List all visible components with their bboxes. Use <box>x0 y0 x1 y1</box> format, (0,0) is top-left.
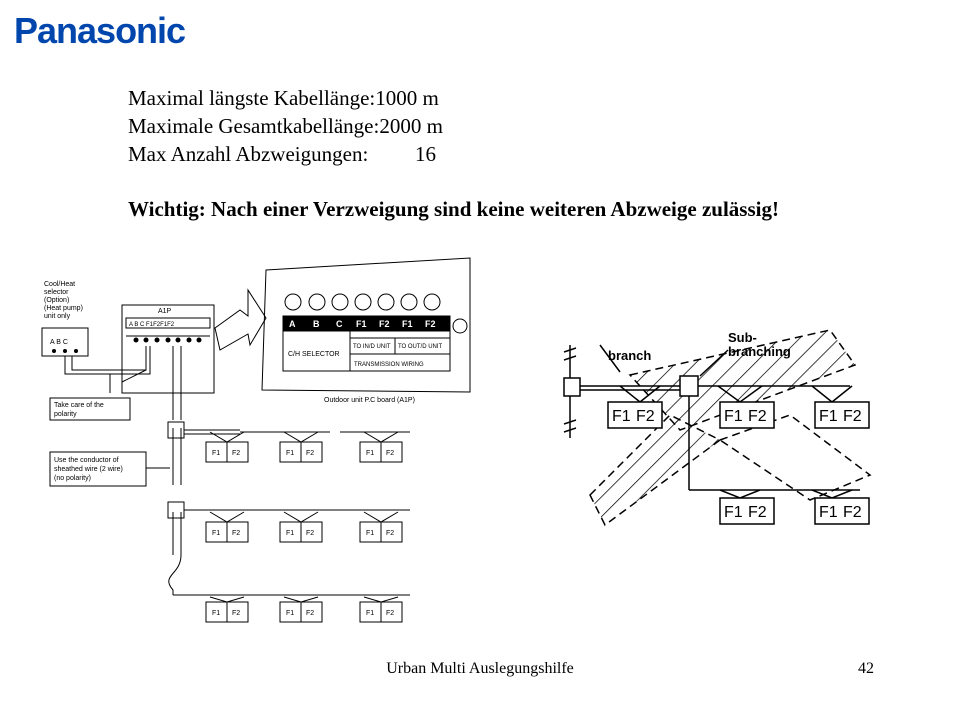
zoom-terminal: F2 <box>379 319 390 329</box>
ch-selector-label: C/H SELECTOR <box>288 351 340 358</box>
unit-f1: F1 <box>286 610 294 617</box>
unit-f1: F1 <box>212 450 220 457</box>
board-terminals: A B C F1F2F1F2 <box>129 322 175 328</box>
zoom-terminal: F2 <box>425 319 436 329</box>
unit-f1: F1 <box>212 610 220 617</box>
board-label: A1P <box>158 308 172 315</box>
unit-f2: F2 <box>306 610 314 617</box>
unit-f2: F2 <box>232 530 240 537</box>
unit-f1: F1 <box>286 530 294 537</box>
unit-f2: F2 <box>306 530 314 537</box>
spec-value: 2000 m <box>379 114 443 138</box>
unit-f1: F1 <box>819 504 838 521</box>
spec-longest-cable: Maximal längste Kabellänge:1000 m <box>128 84 439 112</box>
sub-branching-label: Sub-branching <box>728 330 791 359</box>
zoom-terminal: B <box>313 319 320 329</box>
to-indoor-label: TO IN/D UNIT <box>353 344 391 350</box>
spec-value: 1000 m <box>375 86 439 110</box>
zoom-terminal: A <box>289 319 296 329</box>
unit-f2: F2 <box>386 450 394 457</box>
unit-f1: F1 <box>366 450 374 457</box>
zoom-terminal: F1 <box>356 319 367 329</box>
branch-row-1 <box>167 421 410 463</box>
branch-label: branch <box>608 348 651 363</box>
spec-label: Maximal längste Kabellänge: <box>128 86 376 110</box>
spec-label: Max Anzahl Abzweigungen: <box>128 142 369 166</box>
footer-title: Urban Multi Auslegungshilfe <box>386 660 574 677</box>
unit-f1: F1 <box>724 504 743 521</box>
unit-f2: F2 <box>386 610 394 617</box>
zoom-terminal: C <box>336 319 343 329</box>
unit-f2: F2 <box>748 504 767 521</box>
branch-row-3 <box>173 594 410 623</box>
unit-f1: F1 <box>286 450 294 457</box>
unit-f1: F1 <box>366 610 374 617</box>
unit-f2: F2 <box>232 610 240 617</box>
unit-f1: F1 <box>724 408 743 425</box>
spec-total-cable: Maximale Gesamtkabellänge:2000 m <box>128 112 443 140</box>
unit-f2: F2 <box>306 450 314 457</box>
unit-f1: F1 <box>819 408 838 425</box>
transmission-label: TRANSMISSION WIRING <box>354 362 424 368</box>
spec-max-branches: Max Anzahl Abzweigungen: 16 <box>128 140 436 168</box>
unit-f2: F2 <box>843 504 862 521</box>
to-outdoor-label: TO OUT/D UNIT <box>398 344 443 350</box>
unit-f1: F1 <box>612 408 631 425</box>
unit-f2: F2 <box>636 408 655 425</box>
unit-f2: F2 <box>843 408 862 425</box>
zoom-terminal: F1 <box>402 319 413 329</box>
warning-text: Wichtig: Nach einer Verzweigung sind kei… <box>128 197 779 221</box>
unit-f1: F1 <box>366 530 374 537</box>
unit-f2: F2 <box>232 450 240 457</box>
spec-value: 16 <box>415 142 436 166</box>
selector-terminals: A B C <box>50 339 68 346</box>
panasonic-logo: Panasonic <box>14 10 186 51</box>
unit-f2: F2 <box>748 408 767 425</box>
branch-row-2 <box>167 501 410 543</box>
page-number: 42 <box>858 660 874 677</box>
spec-label: Maximale Gesamtkabellänge: <box>128 114 380 138</box>
board-caption: Outdoor unit P.C board (A1P) <box>324 397 415 404</box>
unit-f1: F1 <box>212 530 220 537</box>
unit-f2: F2 <box>386 530 394 537</box>
